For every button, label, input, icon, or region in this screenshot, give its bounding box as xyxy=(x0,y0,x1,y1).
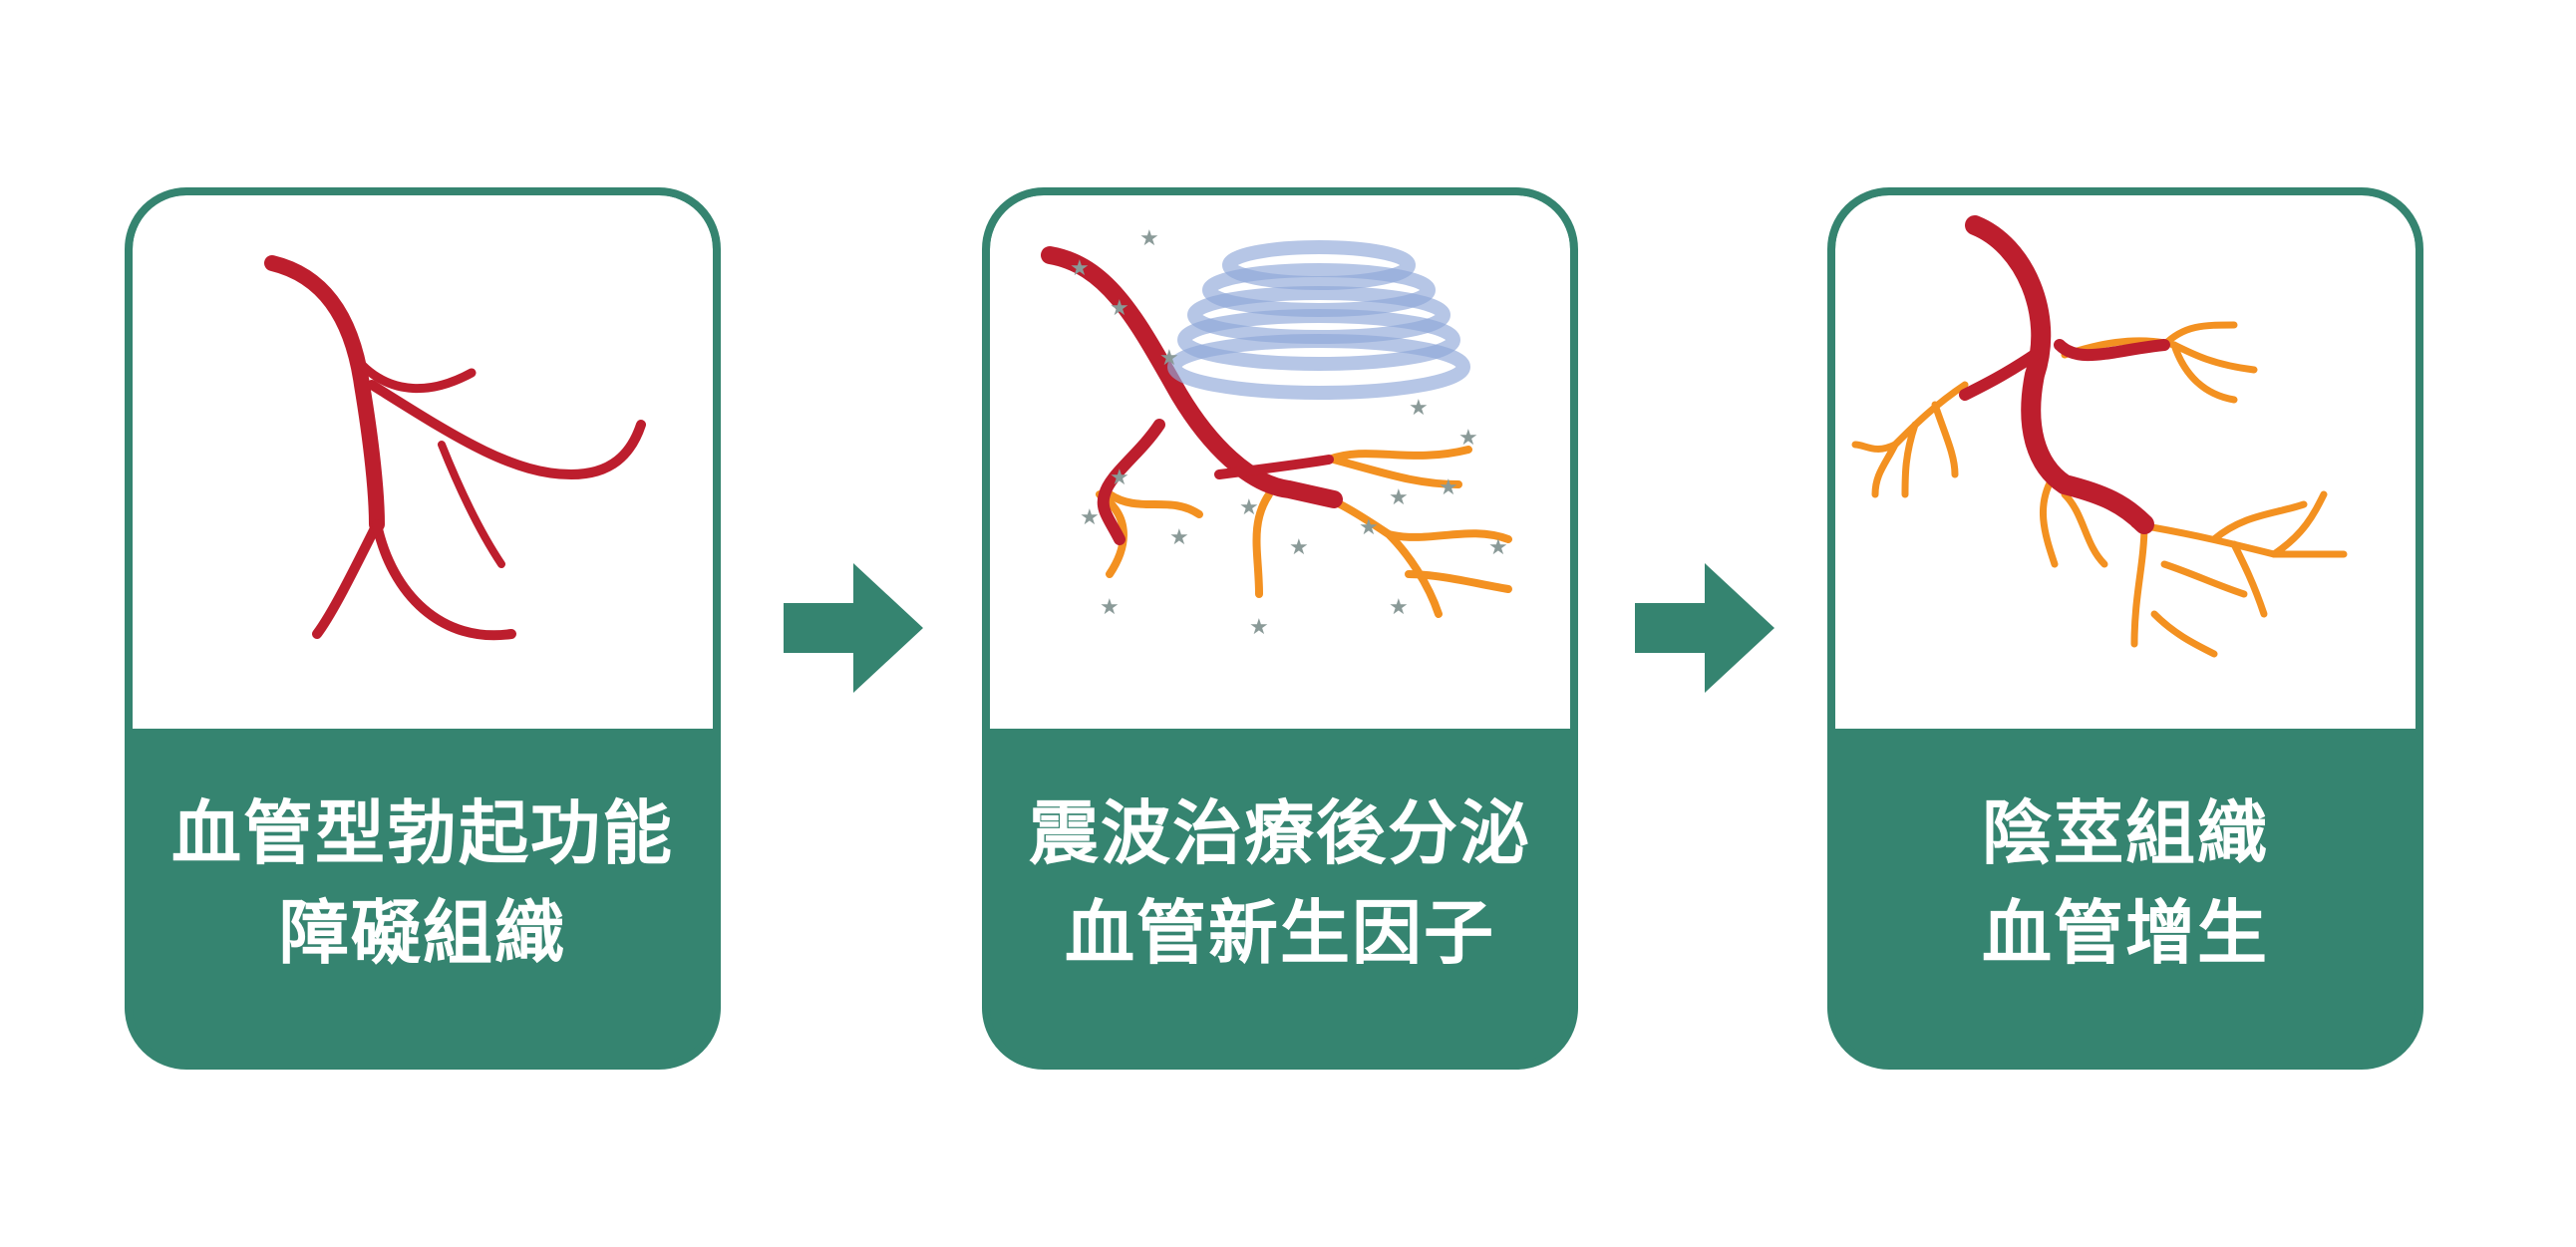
blood-vessel-icon xyxy=(264,255,646,641)
svg-text:★: ★ xyxy=(1458,426,1478,451)
svg-text:★: ★ xyxy=(1249,615,1269,640)
svg-text:★: ★ xyxy=(1070,256,1090,281)
arrow-right-icon xyxy=(1635,563,1774,693)
step-2-panel: ★★★ ★★★ ★★★ ★★★ ★★★ ★★★ 震波治療後分泌 血管新生因子 xyxy=(982,187,1578,1070)
svg-text:★: ★ xyxy=(1389,485,1409,510)
caption-line-2: 障礙組織 xyxy=(279,892,566,974)
step-1-caption: 血管型勃起功能 障礙組織 xyxy=(133,783,713,983)
caption-line-1: 血管型勃起功能 xyxy=(171,792,674,874)
shockwave-vessel-icon: ★★★ ★★★ ★★★ ★★★ ★★★ ★★★ xyxy=(1041,226,1512,640)
caption-line-1: 震波治療後分泌 xyxy=(1029,792,1531,874)
arrow-right-icon xyxy=(784,563,923,693)
svg-text:★: ★ xyxy=(1289,535,1309,560)
damaged-vessel-illustration xyxy=(133,195,713,729)
svg-text:★: ★ xyxy=(1100,595,1120,620)
svg-text:★: ★ xyxy=(1389,595,1409,620)
svg-text:★: ★ xyxy=(1359,515,1379,540)
step-3-caption: 陰莖組織 血管增生 xyxy=(1835,783,2415,983)
svg-text:★: ★ xyxy=(1169,525,1189,550)
svg-text:★: ★ xyxy=(1439,475,1458,500)
svg-text:★: ★ xyxy=(1110,466,1129,490)
caption-line-2: 血管增生 xyxy=(1982,892,2269,974)
svg-text:★: ★ xyxy=(1080,505,1100,530)
svg-text:★: ★ xyxy=(1159,346,1179,371)
step-1-panel: 血管型勃起功能 障礙組織 xyxy=(125,187,721,1070)
step-3-panel: 陰莖組織 血管增生 xyxy=(1827,187,2423,1070)
new-blood-vessels-icon xyxy=(1851,215,2348,658)
svg-text:★: ★ xyxy=(1110,296,1129,321)
step-2-caption: 震波治療後分泌 血管新生因子 xyxy=(990,783,1570,983)
svg-text:★: ★ xyxy=(1409,396,1429,421)
svg-text:★: ★ xyxy=(1239,495,1259,520)
svg-text:★: ★ xyxy=(1139,226,1159,251)
caption-line-2: 血管新生因子 xyxy=(1065,892,1495,974)
svg-text:★: ★ xyxy=(1488,535,1508,560)
angiogenesis-illustration xyxy=(1835,195,2415,729)
caption-line-1: 陰莖組織 xyxy=(1982,792,2269,874)
shockwave-illustration: ★★★ ★★★ ★★★ ★★★ ★★★ ★★★ xyxy=(990,195,1570,729)
